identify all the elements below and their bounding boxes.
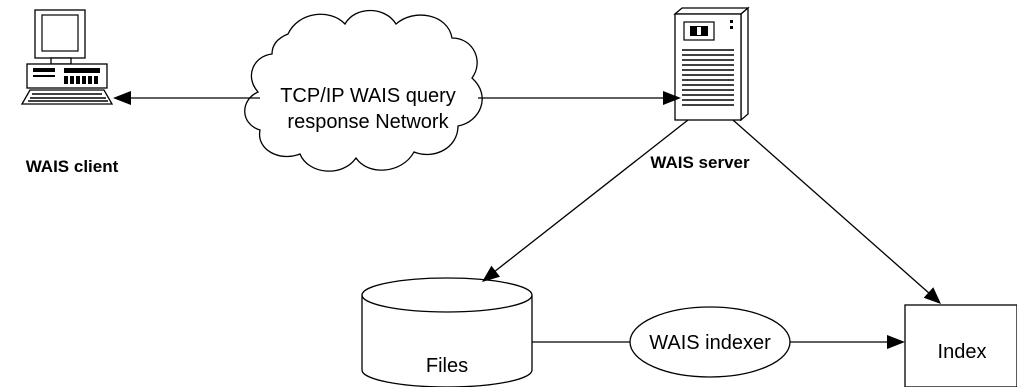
client-label: WAIS client (26, 157, 119, 176)
cloud-icon (244, 10, 483, 172)
arrow-server-to-files (482, 119, 689, 282)
arrow-network-to-client (113, 91, 260, 105)
network-label-line1: TCP/IP WAIS query (280, 85, 456, 107)
index-label: Index (938, 341, 987, 363)
indexer-label: WAIS indexer (649, 332, 771, 354)
server-label: WAIS server (650, 153, 750, 172)
arrow-server-to-index (732, 119, 941, 304)
arrow-indexer-to-index (790, 335, 905, 349)
server-tower-icon (673, 6, 750, 122)
files-label: Files (426, 355, 468, 377)
index-box (904, 304, 1017, 387)
computer-icon (20, 9, 114, 105)
network-label-line2: response Network (287, 111, 449, 133)
database-cylinder-icon (361, 277, 533, 387)
arrow-network-to-server (478, 91, 681, 105)
